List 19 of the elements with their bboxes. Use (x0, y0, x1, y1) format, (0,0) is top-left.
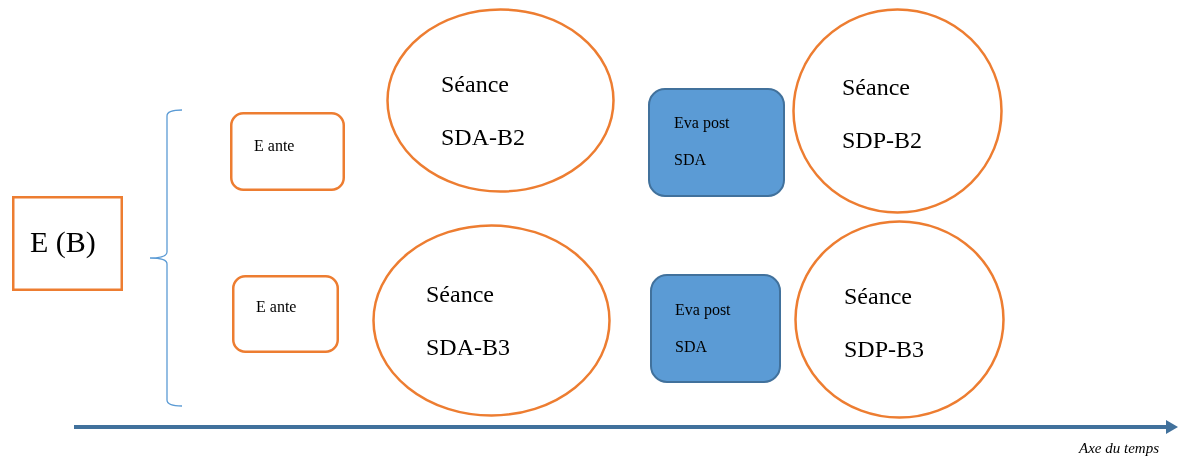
ellipse (372, 224, 611, 417)
rounded-box (650, 274, 781, 383)
ellipse (386, 8, 615, 193)
rounded-box (648, 88, 785, 197)
node-label: Séance SDP-B3 (844, 282, 926, 364)
node-label: E ante (256, 297, 298, 317)
node-label: E ante (254, 136, 296, 156)
node-label: Eva post SDA (675, 300, 732, 357)
node-label: Eva post SDA (674, 113, 731, 170)
box (12, 196, 123, 291)
axis-label: Axe du temps (1079, 440, 1159, 457)
ellipse (794, 220, 1005, 419)
node-label: Séance SDA-B3 (426, 280, 511, 362)
ellipse (792, 8, 1003, 214)
node-label: E (B) (30, 224, 97, 260)
rounded-box (230, 112, 345, 191)
node-label: Séance SDA-B2 (441, 70, 526, 152)
rounded-box (232, 275, 339, 353)
node-label: Séance SDP-B2 (842, 73, 924, 155)
